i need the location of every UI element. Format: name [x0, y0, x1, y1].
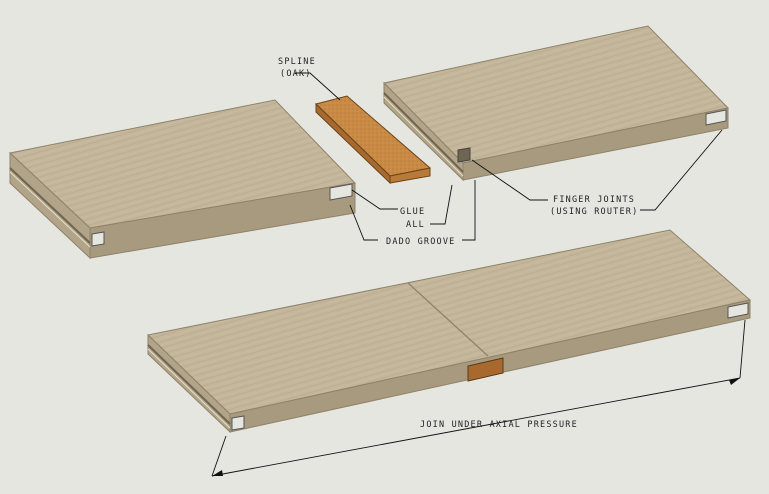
left-board	[8, 99, 357, 260]
glue-leader-2	[430, 184, 453, 225]
labels: SPLINE (OAK) GLUE ALL DADO GROOVE FINGER…	[278, 57, 638, 430]
left-board-corner-notch	[91, 231, 105, 247]
joined-board-dado-notch	[727, 302, 749, 319]
finger-joints-label-line1: FINGER JOINTS	[553, 195, 635, 205]
glue-leader	[351, 189, 398, 210]
finger-leader-2	[640, 129, 723, 211]
leader-lines	[211, 72, 746, 477]
right-board-end	[462, 107, 729, 181]
spline	[315, 95, 432, 185]
dimension-ext-right	[739, 319, 746, 379]
left-board-end	[89, 182, 356, 259]
dimension-arrows	[212, 378, 740, 476]
left-board-dado-notch	[329, 183, 353, 201]
right-board-finger-notch	[457, 147, 471, 163]
joined-board-seam	[407, 282, 489, 357]
dado-leader	[349, 204, 378, 241]
finger-joints-label-line2: (USING ROUTER)	[550, 207, 638, 217]
joined-board-spline	[467, 357, 504, 382]
spline-leader	[295, 72, 341, 101]
right-board	[383, 25, 729, 182]
joined-board-groove	[147, 344, 231, 425]
left-board-groove	[9, 167, 91, 244]
right-board-groove	[383, 92, 464, 173]
spline-label-line1: SPLINE	[278, 57, 316, 67]
joined-board-corner-notch	[231, 415, 245, 431]
spline-end	[389, 167, 431, 184]
finger-leader	[471, 159, 548, 201]
joined-board-groove-highlight	[147, 348, 231, 429]
joined-board	[146, 229, 752, 434]
dimension-line	[211, 377, 741, 477]
dimension-arrow-right	[729, 378, 740, 385]
left-board-groove-highlight	[9, 171, 91, 248]
dado-leader-2	[462, 180, 476, 241]
join-pressure-label: JOIN UNDER AXIAL PRESSURE	[420, 420, 578, 430]
glue-label-line1: GLUE	[400, 207, 425, 217]
spline-label-line2: (OAK)	[280, 69, 312, 79]
dimension-ext-left	[211, 435, 227, 477]
dimension-arrow-left	[212, 470, 223, 476]
dado-groove-label: DADO GROOVE	[386, 237, 456, 247]
right-board-dado-notch	[705, 109, 727, 126]
glue-label-line2: ALL	[406, 220, 425, 230]
right-board-groove-highlight	[383, 96, 464, 177]
